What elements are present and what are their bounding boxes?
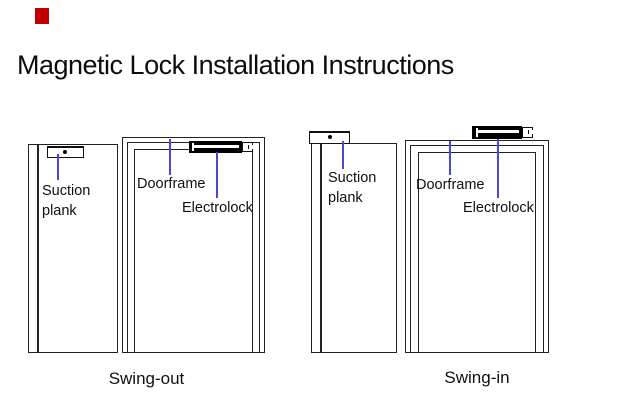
electrolock-gap — [192, 143, 194, 151]
door-panel — [311, 143, 397, 353]
label-doorframe: Doorframe — [416, 177, 485, 193]
connector-electrolock — [216, 152, 218, 198]
screw-dot-icon — [328, 135, 332, 139]
red-marker — [35, 8, 49, 24]
electrolock-bar — [189, 141, 242, 153]
electrolock-stripe — [193, 145, 239, 148]
doorframe-inner — [418, 152, 536, 353]
label-doorframe: Doorframe — [137, 176, 206, 192]
bracket-notch — [528, 130, 534, 134]
label-electrolock: Electrolock — [182, 200, 253, 216]
caption-swing-in: Swing-in — [444, 368, 510, 387]
label-electrolock: Electrolock — [463, 200, 534, 216]
connector-suction-plank — [342, 141, 344, 169]
electrolock-stripe — [476, 130, 519, 133]
door-panel — [28, 144, 118, 353]
bracket-notch — [248, 145, 254, 149]
connector-doorframe — [449, 141, 451, 175]
screw-dot-icon — [63, 150, 67, 154]
door-edge-line — [320, 144, 322, 352]
electrolock-gap — [476, 128, 478, 137]
label-suction-plank: Suction plank — [42, 183, 91, 219]
label-suction-plank: Suction plank — [328, 170, 377, 206]
connector-suction-plank — [57, 154, 59, 180]
caption-swing-out: Swing-out — [108, 369, 185, 388]
electrolock-bar — [472, 126, 522, 139]
door-edge-line — [37, 145, 39, 352]
connector-doorframe — [169, 139, 171, 175]
connector-electrolock — [497, 139, 499, 198]
page-title: Magnetic Lock Installation Instructions — [17, 50, 454, 80]
